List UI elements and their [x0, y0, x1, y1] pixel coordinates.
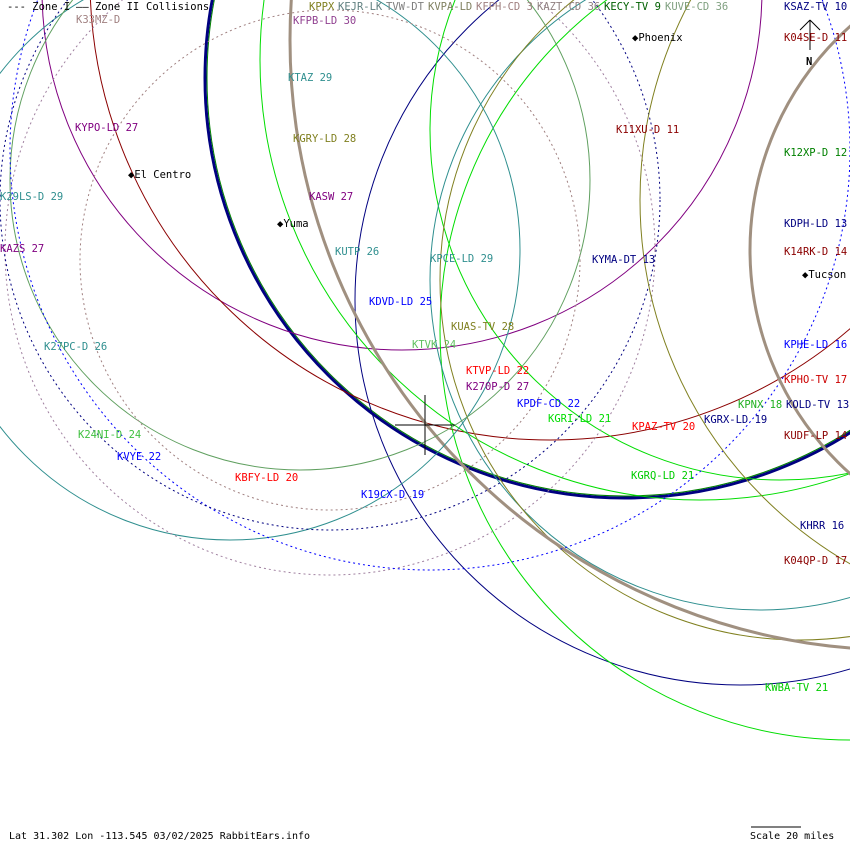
station-label: KPNX 18 [738, 399, 783, 411]
station-label: KDPH-LD 13 [784, 218, 848, 230]
contour-kecy [206, 0, 850, 497]
city-name: Tucson [808, 269, 847, 281]
city-name: Yuma [283, 218, 309, 230]
station-label: KGRI-LD 21 [548, 413, 612, 425]
station-label: KGRQ-LD 21 [631, 470, 695, 482]
footer-info: Lat 31.302 Lon -113.545 03/02/2025 Rabbi… [9, 831, 311, 842]
station-label: K04SE-D 11 [784, 32, 848, 44]
city-el-centro: ◆El Centro [128, 169, 191, 181]
station-label: KPHO-TV 17 [784, 374, 848, 386]
station-label: KVPA-LD [428, 1, 473, 13]
city-name: El Centro [134, 169, 192, 181]
station-label: KUTP 26 [335, 246, 380, 258]
station-label: KPAZ-TV 20 [632, 421, 696, 433]
city-marker-icon: ◆ [128, 169, 135, 181]
station-label: K12XP-D 12 [784, 147, 848, 159]
city-tucson: ◆Tucson [802, 269, 846, 281]
station-label: KHRR 16 [800, 520, 845, 532]
station-label: KUDF-LP 14 [784, 430, 848, 442]
contour-kgrq [429, 0, 850, 481]
station-label: KGRY-LD 28 [293, 133, 357, 145]
station-label: KPPX [309, 1, 335, 13]
contour-ksaz [203, 0, 850, 500]
contour-kfph [79, 9, 581, 511]
contour-kyma [90, 0, 850, 441]
station-label: K29LS-D 29 [0, 191, 64, 203]
contour-k19cx [354, 0, 850, 686]
legend-collisions: Collisions [146, 1, 210, 13]
station-label: KTVP-LD 22 [466, 365, 530, 377]
north-arrow-icon [799, 19, 821, 50]
contour-kutp [288, 0, 850, 650]
station-label: K27PC-D 26 [44, 341, 108, 353]
station-label: KFPH-CD 3 [476, 1, 533, 13]
city-phoenix: ◆Phoenix [632, 32, 683, 44]
station-label: KOLD-TV 13 [786, 399, 850, 411]
city-marker-icon: ◆ [277, 218, 284, 230]
scale-label: Scale 20 miles [750, 831, 835, 842]
station-label: KTAZ 29 [288, 72, 333, 84]
compass-north: N [806, 56, 813, 68]
contour-kudf [639, 0, 850, 565]
station-label: KFPB-LD 30 [293, 15, 357, 27]
station-label: KECY-TV 9 [604, 1, 661, 13]
station-label: K04QP-D 17 [784, 555, 848, 567]
station-label: KUVE-CD 36 [665, 1, 729, 13]
contour-kuas [439, 0, 850, 641]
city-marker-icon: ◆ [632, 32, 639, 44]
station-label: KPDF-CD 22 [517, 398, 581, 410]
contour-k24ni [9, 0, 591, 471]
station-label: K14RK-D 14 [784, 246, 848, 258]
station-label: KSAZ-TV 10 [784, 1, 848, 13]
contour-kypo [41, 0, 763, 351]
station-label: KDVD-LD 25 [369, 296, 433, 308]
station-label: KUAS-TV 28 [451, 321, 515, 333]
station-label: KEJR-LK [338, 1, 383, 13]
station-label: K19CX-D 19 [361, 489, 425, 501]
contour-kazs [4, 0, 656, 576]
contour-kecy-z1 [0, 0, 661, 531]
station-label: K11XU-D 11 [616, 124, 680, 136]
station-label: KGRX-LD 19 [704, 414, 768, 426]
city-yuma: ◆Yuma [277, 218, 309, 230]
legend-zone2: —— Zone II [76, 1, 140, 13]
contour-kwba [439, 0, 850, 741]
station-label: K270P-D 27 [466, 381, 530, 393]
station-label: KYMA-DT 13 [592, 254, 656, 266]
contour-k29ls [0, 0, 521, 541]
station-label: K33MZ-D [76, 14, 121, 26]
station-label: KYPO-LD 27 [75, 122, 139, 134]
station-label: KAZS 27 [0, 243, 45, 255]
station-label: KWBA-TV 21 [765, 682, 829, 694]
contour-ktvk [259, 0, 850, 501]
station-label: K24NI-D 24 [78, 429, 142, 441]
station-label: KVYE 22 [117, 451, 162, 463]
station-label: KPCE-LD 29 [430, 253, 494, 265]
station-label: KBFY-LD 20 [235, 472, 299, 484]
station-label: KTVK 24 [412, 339, 457, 351]
contour-kpce [429, 0, 850, 611]
station-label: KAZT-CD 36 [537, 1, 601, 13]
city-name: Phoenix [638, 32, 683, 44]
station-label: TVW-DT [386, 1, 424, 13]
city-marker-icon: ◆ [802, 269, 809, 281]
contour-kpho [748, 24, 850, 476]
legend-zone1: --- Zone I [7, 1, 71, 13]
station-label: KASW 27 [309, 191, 354, 203]
station-label: KPHE-LD 16 [784, 339, 848, 351]
